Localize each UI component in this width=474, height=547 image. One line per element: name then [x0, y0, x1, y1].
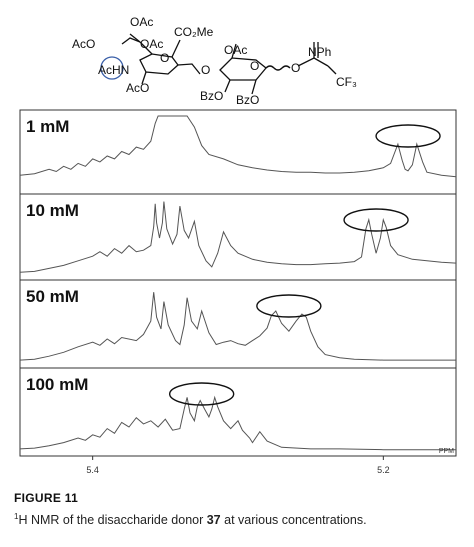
caption-text-before: H NMR of the disaccharide donor — [18, 513, 207, 528]
figure-caption-title: FIGURE 11 — [14, 491, 79, 505]
label-oac-right: OAc — [224, 43, 247, 57]
label-co2me: CO₂Me — [174, 25, 214, 39]
caption-compound-number: 37 — [206, 513, 221, 528]
label-nph: NPh — [308, 45, 331, 59]
label-imidate-oxygen: O — [291, 61, 300, 75]
concentration-label: 10 mM — [26, 201, 79, 220]
highlight-circle — [100, 56, 124, 80]
tick-label: 5.2 — [377, 465, 390, 475]
spectrum-trace — [19, 115, 457, 178]
spectra-panels: 1 mM 10 mM 50 mM 100 mM — [19, 109, 457, 457]
spectrum-trace — [19, 201, 457, 273]
structure-bonds — [121, 33, 337, 95]
label-aco-left: AcO — [72, 37, 95, 51]
caption-superscript: 1 — [14, 512, 19, 521]
label-achn: AcHN — [98, 63, 129, 77]
concentration-label: 1 mM — [26, 117, 69, 136]
label-ring-oxygen-1: O — [160, 51, 169, 65]
spectrum-panel: 100 mM — [19, 367, 457, 457]
label-ring-oxygen-2: O — [250, 59, 259, 73]
label-aco-bottom: AcO — [126, 81, 149, 95]
label-link-oxygen: O — [201, 63, 210, 77]
tick-label: 5.4 — [86, 465, 99, 475]
peak-highlight-ellipse — [375, 124, 441, 148]
label-oac-mid: OAc — [140, 37, 163, 51]
concentration-label: 100 mM — [26, 375, 88, 394]
spectrum-panel: 1 mM — [19, 109, 457, 195]
concentration-label: 50 mM — [26, 287, 79, 306]
chemical-structure: OAc AcO OAc CO₂Me OAc NPh AcHN O O O O A… — [72, 15, 357, 106]
spectrum-panel: 50 mM — [19, 279, 457, 369]
panel-frame — [19, 367, 457, 457]
axis-unit-label: PPM — [439, 448, 454, 455]
ppm-axis: 5.4 5.2 PPM — [20, 448, 456, 475]
label-cf3: CF₃ — [336, 75, 357, 89]
peak-highlight-ellipse — [168, 382, 235, 406]
label-bzo-1: BzO — [200, 89, 223, 103]
caption-text-after: at various concentrations. — [220, 513, 367, 528]
peak-highlight-ellipse — [256, 294, 322, 318]
panel-frame — [19, 109, 457, 195]
spectrum-trace — [19, 292, 456, 361]
figure-caption-text: 1H NMR of the disaccharide donor 37 at v… — [14, 512, 367, 527]
spectrum-trace — [19, 395, 456, 451]
nmr-figure: 1 mM 10 mM 50 mM 100 mM 5.4 5.2 PPM — [19, 109, 457, 475]
panel-frame — [19, 279, 457, 369]
label-oac-top: OAc — [130, 15, 153, 29]
spectrum-panel: 10 mM — [19, 193, 457, 281]
label-bzo-2: BzO — [236, 93, 259, 106]
panel-frame — [19, 193, 457, 281]
peak-highlight-ellipse — [343, 208, 409, 232]
